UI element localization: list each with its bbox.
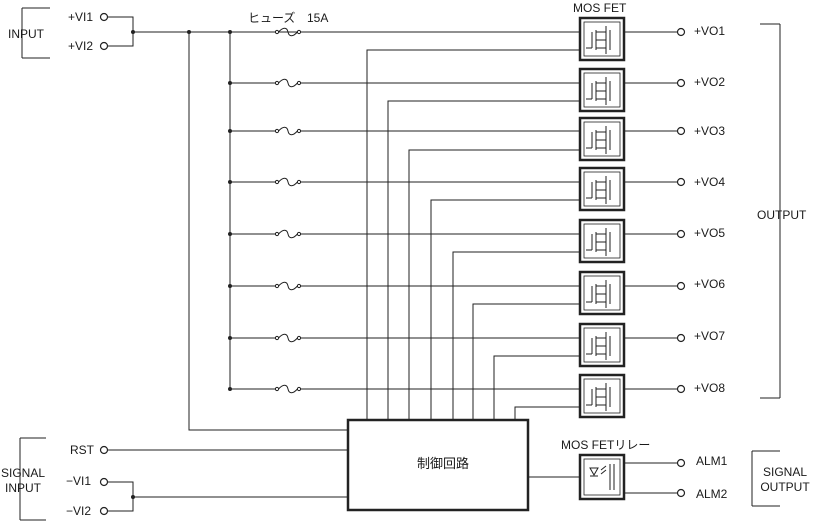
mosfet-2-inner: [583, 72, 621, 108]
output-label-vo6: +VO6: [694, 277, 726, 291]
fuse-8: [278, 384, 298, 394]
terminal-vo2: [676, 78, 686, 88]
terminal-label-vi2: +VI2: [68, 39, 94, 53]
output-label-vo3: +VO3: [694, 124, 726, 138]
mosfet-5-inner: [583, 223, 621, 259]
output-group-label: OUTPUT: [757, 208, 807, 222]
fuse-5: [278, 229, 298, 239]
mosfet-6-inner: [583, 275, 621, 311]
mosfet-8-inner: [583, 378, 621, 414]
gate-wire-6: [472, 303, 580, 420]
signal-output-label-line1: SIGNAL: [762, 465, 807, 479]
gate-wire-2: [387, 100, 580, 420]
fuse-4: [278, 177, 298, 187]
fuse-2: [278, 78, 298, 88]
mosfet-relay-box: [578, 453, 626, 501]
fuse-3: [278, 126, 298, 136]
terminal-alm2: [676, 488, 686, 498]
fuse-7: [278, 333, 298, 343]
signal-input-label-line2: INPUT: [5, 481, 41, 495]
mosfet-3-inner: [583, 121, 621, 157]
terminal-rst: [99, 445, 109, 455]
mosfet-4-inner: [583, 171, 621, 207]
output-label-vo5: +VO5: [694, 226, 726, 240]
terminal-label-neg-vi1: −VI1: [66, 474, 92, 488]
mosfet-relay-inner: [583, 458, 621, 496]
fuse-rating-label: 15A: [307, 11, 329, 25]
control-circuit-box: [346, 418, 530, 512]
mosfet-label: MOS FET: [573, 1, 627, 15]
output-label-vo7: +VO7: [694, 329, 726, 343]
relay-led-icon: [589, 467, 599, 477]
control-supply-wire: [188, 32, 348, 431]
mosfet-6: [578, 270, 626, 316]
terminal-neg-vi2: [99, 506, 109, 516]
output-label-vo8: +VO8: [694, 381, 726, 395]
mosfet-1: [578, 16, 626, 62]
gate-wire-4: [430, 199, 580, 420]
fuse-label: ヒューズ: [248, 11, 296, 25]
gate-wire-1: [366, 49, 580, 420]
mosfet-7-inner: [583, 327, 621, 363]
output-label-vo2: +VO2: [694, 75, 726, 89]
gate-wire-3: [408, 149, 580, 420]
terminal-vo7: [676, 333, 686, 343]
neg-input-tie: [108, 481, 134, 512]
terminal-vo3: [676, 126, 686, 136]
output-label-vo1: +VO1: [694, 24, 726, 38]
relay-light-arrow-1: [600, 465, 607, 471]
input-label: INPUT: [8, 27, 44, 41]
fuse-6: [278, 281, 298, 291]
terminal-alm1: [676, 458, 686, 468]
mosfet-7: [578, 322, 626, 368]
terminal-vi2: [99, 41, 109, 51]
terminal-vo5: [676, 229, 686, 239]
alarm-label-alm1: ALM1: [696, 454, 728, 468]
terminal-vi1: [99, 12, 109, 22]
fuse-1: [278, 27, 298, 37]
mosfet-4: [578, 166, 626, 212]
signal-input-label-line1: SIGNAL: [0, 466, 45, 480]
signal-output-label-line2: OUTPUT: [760, 480, 810, 494]
terminal-label-neg-vi2: −VI2: [66, 504, 92, 518]
terminal-neg-vi1: [99, 477, 109, 487]
terminal-label-vi1: +VI1: [68, 10, 94, 24]
mosfet-8: [578, 373, 626, 419]
mosfet-1-inner: [583, 21, 621, 57]
output-label-vo4: +VO4: [694, 175, 726, 189]
terminal-vo4: [676, 177, 686, 187]
input-tie: [108, 16, 134, 47]
gate-wire-7: [493, 355, 580, 420]
alarm-label-alm2: ALM2: [696, 487, 728, 501]
gate-wire-8: [514, 406, 580, 420]
mosfet-relay-label: MOS FETリレー: [561, 438, 651, 452]
relay-light-arrow-2: [600, 469, 607, 475]
terminal-vo1: [676, 27, 686, 37]
mosfet-5: [578, 218, 626, 264]
mosfet-2: [578, 67, 626, 113]
terminal-vo8: [676, 384, 686, 394]
terminal-vo6: [676, 281, 686, 291]
terminal-label-rst: RST: [70, 443, 94, 457]
control-circuit-label: 制御回路: [417, 456, 470, 471]
mosfet-3: [578, 116, 626, 162]
gate-wire-5: [452, 251, 580, 420]
